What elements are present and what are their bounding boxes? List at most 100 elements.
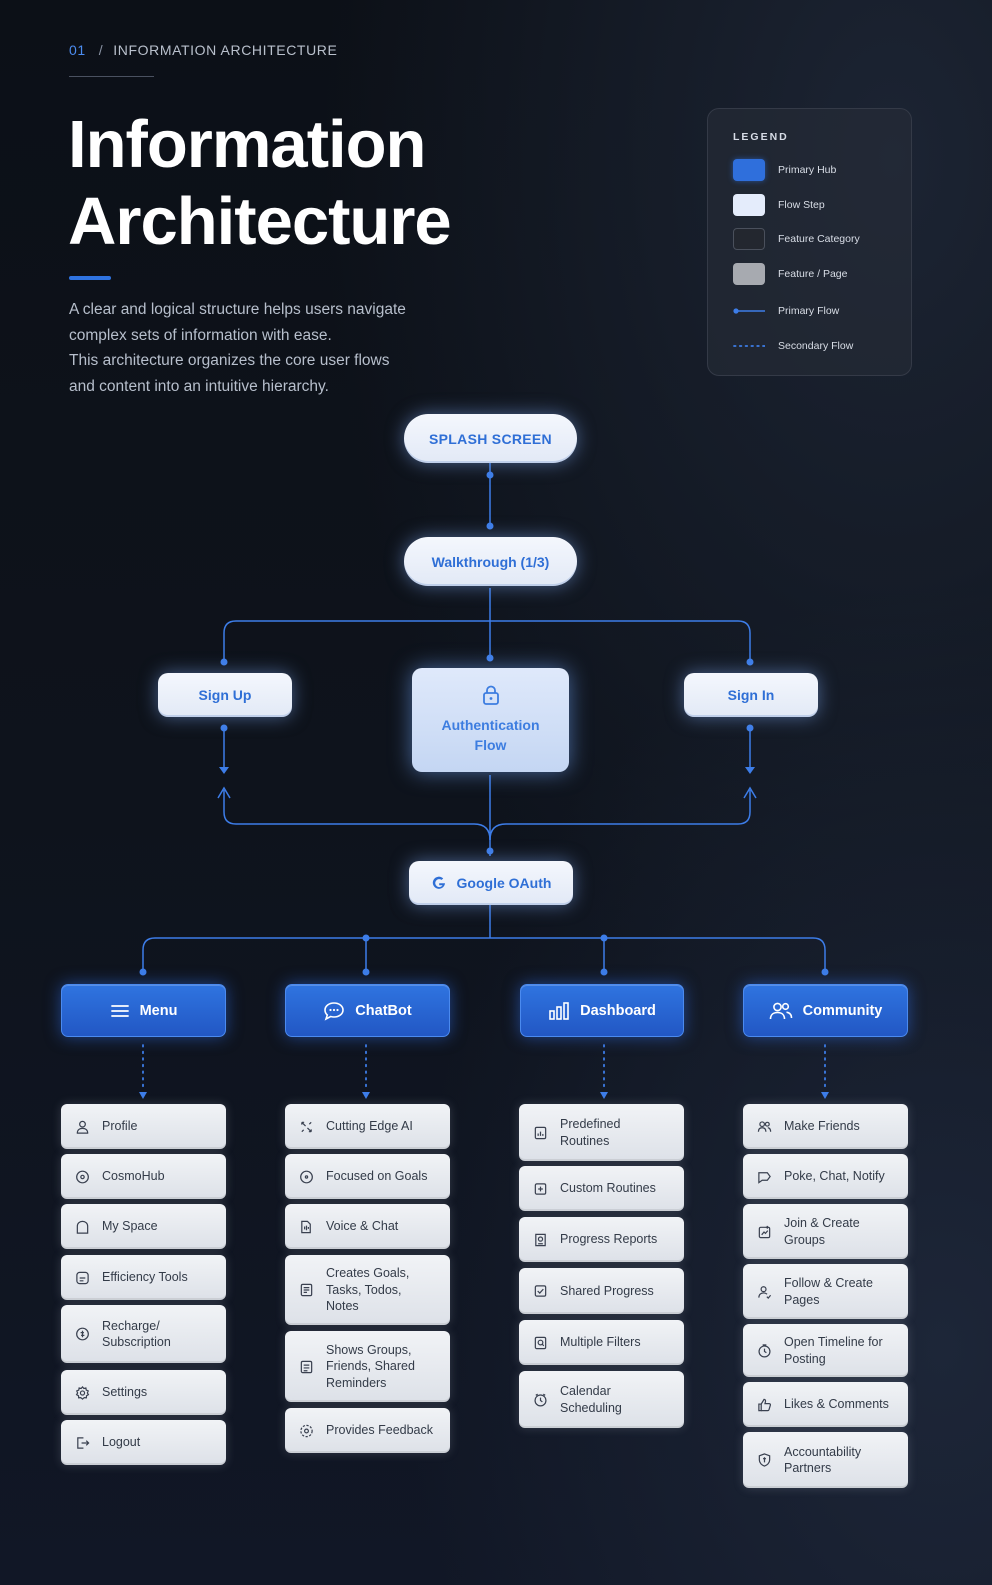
timeline-icon [758, 1343, 771, 1358]
auth-label-line1: Authentication [441, 717, 540, 733]
report-icon [535, 1233, 546, 1246]
hub-label: Menu [139, 1002, 178, 1019]
message-icon [758, 1171, 771, 1184]
group-add-icon [758, 1225, 771, 1238]
menu-item-my-space[interactable]: My Space [61, 1204, 226, 1249]
breadcrumb-divider [69, 76, 154, 77]
legend-swatch [733, 159, 765, 181]
legend-title: LEGEND [733, 131, 789, 143]
legend-swatch [733, 263, 765, 285]
menu-item-settings[interactable]: Settings [61, 1370, 226, 1415]
dashboard-item-multiple-filters[interactable]: Multiple Filters [519, 1320, 684, 1365]
card-label: Poke, Chat, Notify [784, 1169, 885, 1184]
description-line: and content into an intuitive hierarchy. [69, 377, 329, 395]
card-label: Provides Feedback [326, 1423, 434, 1438]
walkthrough-node[interactable]: Walkthrough (1/3) [404, 537, 577, 586]
dashboard-item-progress-reports[interactable]: Progress Reports [519, 1217, 684, 1262]
community-item-accountability-partners[interactable]: Accountability Partners [743, 1432, 908, 1488]
google-oauth-label: Google OAuth [456, 875, 552, 891]
legend-label: Primary Hub [778, 164, 837, 176]
card-label: Accountability Partners [784, 1444, 862, 1476]
breadcrumb-separator: / [98, 42, 104, 58]
filter-icon [534, 1336, 547, 1349]
menu-item-cosmohub[interactable]: CosmoHub [61, 1154, 226, 1199]
hub-dashboard[interactable]: Dashboard [520, 984, 684, 1037]
target-icon [300, 1170, 313, 1183]
auth-label-line2: Flow [474, 737, 507, 753]
sign-up-node[interactable]: Sign Up [158, 673, 292, 717]
section-name: INFORMATION ARCHITECTURE [113, 42, 338, 58]
google-oauth-node[interactable]: Google OAuth [409, 861, 573, 905]
hub-community[interactable]: Community [743, 984, 908, 1037]
hub-menu[interactable]: Menu [61, 984, 226, 1037]
reminder-list-icon [300, 1360, 313, 1373]
chatbot-item-focused-on-goals[interactable]: Focused on Goals [285, 1154, 450, 1199]
page-title: Information Architecture [68, 106, 452, 260]
tools-icon [76, 1271, 89, 1284]
sign-in-node[interactable]: Sign In [684, 673, 818, 717]
card-label: Voice & Chat [326, 1219, 399, 1234]
page-title-line1: Information [68, 107, 426, 182]
card-label: Profile [102, 1119, 138, 1134]
breadcrumb: 01 / INFORMATION ARCHITECTURE [69, 42, 337, 58]
description-line: complex sets of information with ease. [69, 326, 332, 344]
chatbot-item-provides-feedback[interactable]: Provides Feedback [285, 1408, 450, 1453]
card-label: Follow & Create Pages [784, 1276, 873, 1307]
feedback-icon [300, 1424, 313, 1437]
gear-icon [75, 1385, 90, 1400]
dashboard-item-calendar-scheduling[interactable]: Calendar Scheduling [519, 1371, 684, 1428]
chatbot-item-shows-groups[interactable]: Shows Groups, Friends, Shared Reminders [285, 1331, 450, 1402]
community-item-make-friends[interactable]: Make Friends [743, 1104, 908, 1149]
legend-item-secondary-flow: Secondary Flow [733, 335, 853, 357]
chatbot-item-creates-goals[interactable]: Creates Goals, Tasks, Todos, Notes [285, 1255, 450, 1325]
users-icon [769, 1001, 793, 1021]
card-label: Calendar Scheduling [560, 1384, 622, 1415]
chatbot-item-voice-chat[interactable]: Voice & Chat [285, 1204, 450, 1249]
hub-label: Dashboard [580, 1002, 656, 1019]
thumbs-up-icon [758, 1398, 771, 1411]
card-label: Likes & Comments [784, 1397, 889, 1412]
card-label: Settings [102, 1385, 148, 1400]
legend-label: Feature Category [778, 233, 860, 245]
community-item-follow-create-pages[interactable]: Follow & Create Pages [743, 1264, 908, 1319]
card-label: Shared Progress [560, 1283, 654, 1298]
authentication-flow-node[interactable]: Authentication Flow [412, 668, 569, 772]
legend-item-flow-step: Flow Step [733, 194, 825, 216]
follow-icon [758, 1285, 772, 1299]
card-label: Logout [102, 1435, 141, 1450]
community-item-join-create-groups[interactable]: Join & Create Groups [743, 1204, 908, 1259]
splash-screen-node[interactable]: SPLASH SCREEN [404, 414, 577, 463]
community-item-likes-comments[interactable]: Likes & Comments [743, 1382, 908, 1427]
clock-icon [534, 1393, 547, 1407]
menu-item-profile[interactable]: Profile [61, 1104, 226, 1149]
primary-flow-line-icon [733, 300, 765, 322]
page-title-line2: Architecture [68, 184, 452, 259]
card-label: My Space [102, 1219, 158, 1234]
section-number: 01 [69, 42, 86, 58]
card-label: Cutting Edge AI [326, 1119, 413, 1134]
chatbot-item-cutting-edge-ai[interactable]: Cutting Edge AI [285, 1104, 450, 1149]
community-item-poke-chat-notify[interactable]: Poke, Chat, Notify [743, 1154, 908, 1199]
menu-item-efficiency-tools[interactable]: Efficiency Tools [61, 1255, 226, 1300]
dashboard-item-shared-progress[interactable]: Shared Progress [519, 1268, 684, 1314]
routine-chart-icon [534, 1126, 547, 1139]
card-label: Multiple Filters [560, 1335, 641, 1350]
bar-chart-icon [548, 1001, 570, 1021]
microphone-icon [301, 1220, 311, 1233]
dashboard-item-predefined-routines[interactable]: Predefined Routines [519, 1104, 684, 1161]
menu-item-recharge-subscription[interactable]: Recharge/ Subscription [61, 1305, 226, 1363]
friends-icon [757, 1120, 772, 1132]
legend-label: Feature / Page [778, 268, 848, 280]
description-line: This architecture organizes the core use… [69, 352, 390, 369]
community-item-open-timeline[interactable]: Open Timeline for Posting [743, 1324, 908, 1377]
legend-swatch [733, 228, 765, 250]
notes-icon [300, 1283, 313, 1297]
card-label: Recharge/ Subscription [102, 1318, 171, 1350]
card-label: Focused on Goals [326, 1169, 428, 1184]
hub-chatbot[interactable]: ChatBot [285, 984, 450, 1037]
dashboard-item-custom-routines[interactable]: Custom Routines [519, 1166, 684, 1211]
card-label: Predefined Routines [560, 1117, 621, 1148]
chat-bubble-icon [323, 1001, 345, 1021]
menu-item-logout[interactable]: Logout [61, 1420, 226, 1465]
